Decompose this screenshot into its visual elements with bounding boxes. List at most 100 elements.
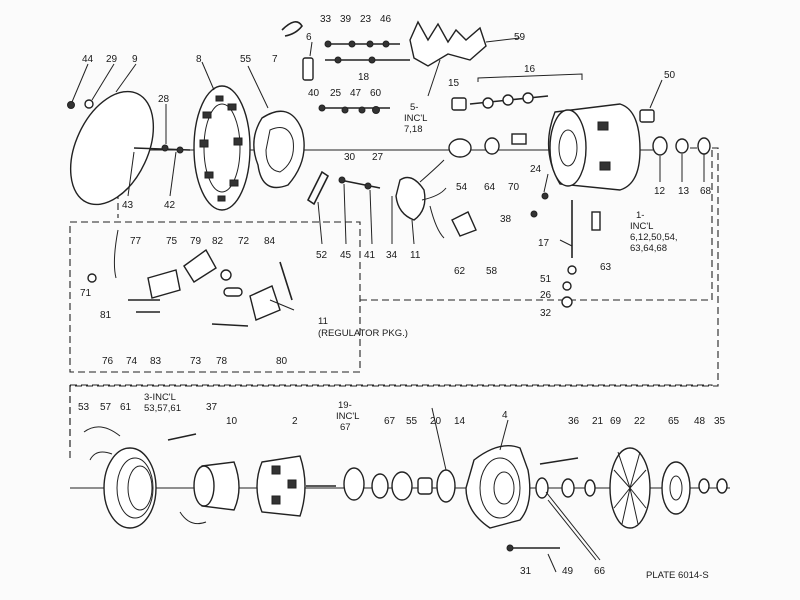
part-29-washer (84, 99, 94, 109)
part-59-bracket (409, 20, 487, 67)
callout: 54 (456, 182, 468, 193)
part-12-bushing (652, 136, 668, 156)
note-5-line: 7,18 (404, 124, 423, 135)
part-11-regulator (395, 176, 426, 221)
callout: 50 (664, 70, 676, 81)
note-11-line: (REGULATOR PKG.) (318, 328, 408, 339)
callout: 21 (592, 416, 604, 427)
part-54-boot (448, 138, 472, 158)
part-16-bracket-line (477, 73, 583, 82)
part-14-bearing (436, 469, 456, 503)
callout: 62 (454, 266, 466, 277)
callout: 42 (164, 200, 176, 211)
callout: 78 (216, 356, 228, 367)
callout: 43 (122, 200, 134, 211)
note-19-line: INC'L (336, 411, 359, 422)
callout: 66 (594, 566, 606, 577)
part-48-washer (698, 478, 710, 494)
callout: 48 (694, 416, 706, 427)
callout: 73 (190, 356, 202, 367)
callout: 80 (276, 356, 288, 367)
part-20-collar (417, 477, 433, 495)
note-3-line: 3-INC'L (144, 392, 176, 403)
callout: 72 (238, 236, 250, 247)
part-6-terminal (302, 57, 314, 81)
note-5-line: INC'L (404, 113, 427, 124)
callout: 67 (384, 416, 396, 427)
callout: 33 (320, 14, 332, 25)
callout: 55 (240, 54, 252, 65)
note-1-line: 6,12,50,54, (630, 232, 678, 243)
callout: 76 (102, 356, 114, 367)
callout: 59 (514, 32, 526, 43)
part-55-plate (253, 110, 305, 189)
callout: 64 (484, 182, 496, 193)
plate-label: PLATE 6014-S (646, 570, 709, 581)
callout: 39 (340, 14, 352, 25)
callout: 6 (306, 32, 312, 43)
part-3-stator (103, 447, 157, 529)
callout: 32 (540, 308, 552, 319)
callout: 18 (358, 72, 370, 83)
callout: 7 (272, 54, 278, 65)
callout: 49 (562, 566, 574, 577)
part-69-washer (584, 479, 596, 497)
callout: 83 (150, 356, 162, 367)
note-3-line: 53,57,61 (144, 403, 181, 414)
callout: 77 (130, 236, 142, 247)
part-13-washer (675, 138, 689, 154)
callout-labels: 44 29 9 8 28 43 42 55 7 6 33 39 23 46 59… (78, 14, 726, 577)
callout: 23 (360, 14, 372, 25)
callout: 26 (540, 290, 552, 301)
part-8-screen-slots (199, 95, 243, 202)
callout: 22 (634, 416, 646, 427)
callout: 38 (500, 214, 512, 225)
part-15-plug (451, 97, 467, 111)
part-50-plug (639, 109, 655, 123)
part-52-terminal (306, 170, 330, 206)
callout: 82 (212, 236, 224, 247)
callout: 28 (158, 94, 170, 105)
callout: 57 (100, 402, 112, 413)
callout: 27 (372, 152, 384, 163)
part-35-nut (716, 478, 728, 494)
callout: 61 (120, 402, 132, 413)
callout: 46 (380, 14, 392, 25)
part-65-pulley (661, 461, 691, 515)
part-70-insulator (511, 133, 527, 145)
callout: 47 (350, 88, 362, 99)
callout: 53 (78, 402, 90, 413)
part-2-rotor (256, 455, 306, 517)
callout: 70 (508, 182, 520, 193)
callout: 36 (568, 416, 580, 427)
callout: 84 (264, 236, 276, 247)
callout: 63 (600, 262, 612, 273)
part-58-resistor (451, 211, 477, 237)
callout: 12 (654, 186, 666, 197)
callout: 60 (370, 88, 382, 99)
part-68-nut (697, 137, 711, 155)
part-22-fan-blades (613, 451, 647, 525)
callout: 25 (330, 88, 342, 99)
callout: 65 (668, 416, 680, 427)
callout: 13 (678, 186, 690, 197)
part-63-diode (591, 211, 601, 231)
part-44-screw (67, 101, 75, 109)
callout: 37 (206, 402, 218, 413)
part-64-washer (484, 137, 500, 155)
callout: 29 (106, 54, 118, 65)
part-67-seal (371, 473, 389, 499)
callout: 44 (82, 54, 94, 65)
note-1-line: 63,64,68 (630, 243, 667, 254)
callout: 2 (292, 416, 298, 427)
callout: 52 (316, 250, 328, 261)
callout: 40 (308, 88, 320, 99)
callout: 31 (520, 566, 532, 577)
part-28-screw (161, 144, 169, 152)
callout: 51 (540, 274, 552, 285)
part-83-bracket (147, 269, 181, 299)
callout: 16 (524, 64, 536, 75)
note-1-line: 1- (636, 210, 644, 221)
